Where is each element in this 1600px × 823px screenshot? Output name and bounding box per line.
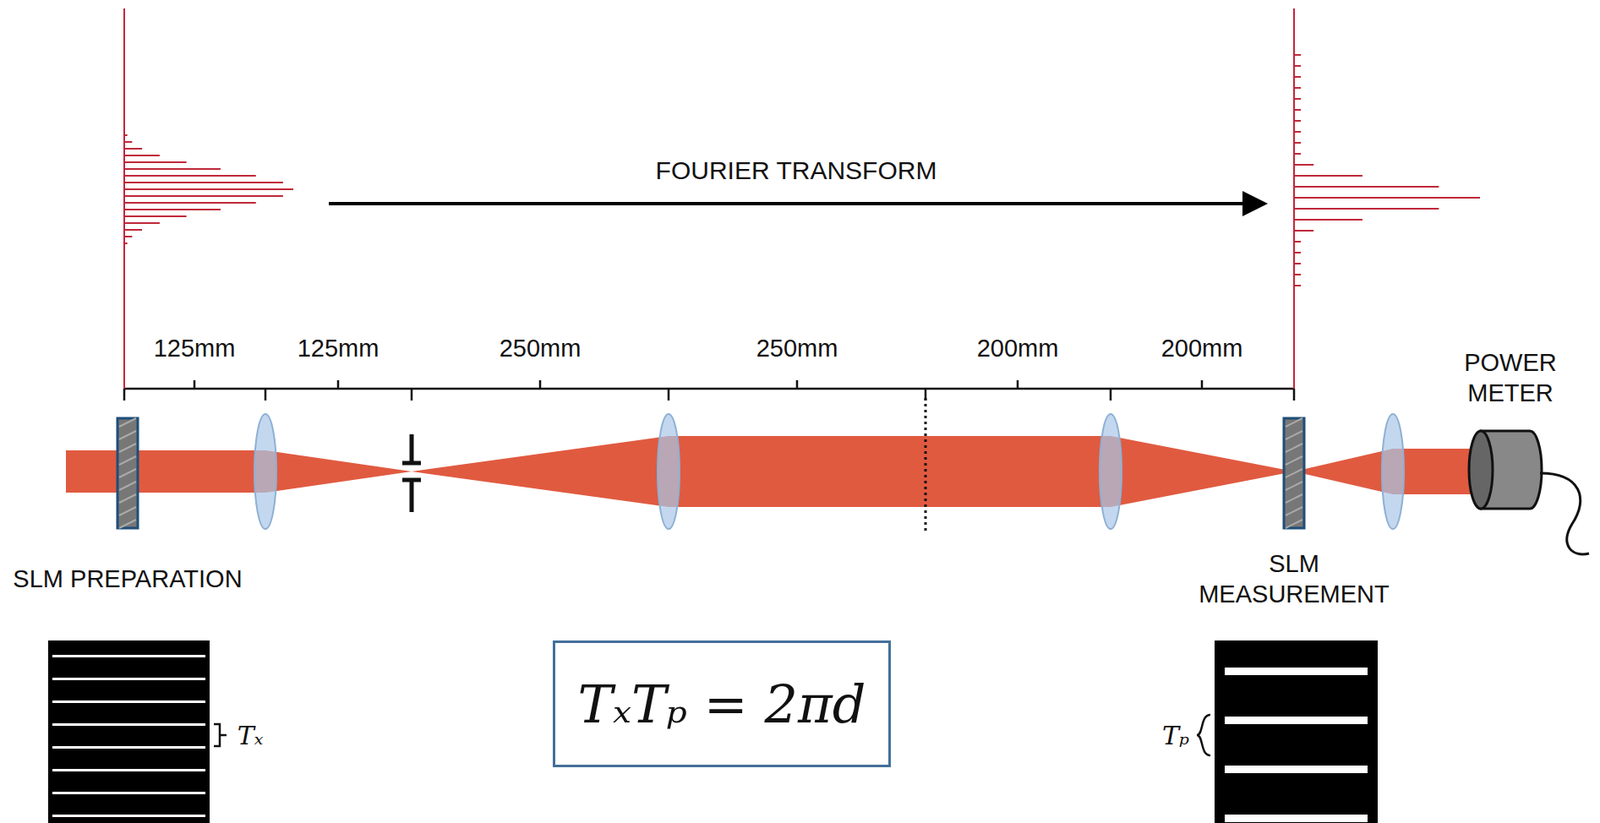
- arrow-head: [1242, 191, 1268, 217]
- reference-line: [123, 8, 126, 389]
- comb-stroke: [1294, 262, 1301, 265]
- part-label: FOURIER TRANSFORM: [655, 154, 938, 187]
- comb-stroke: [1294, 240, 1301, 243]
- power-meter: [1468, 431, 1590, 555]
- comb-stroke: [124, 188, 294, 191]
- comb-stroke: [124, 134, 128, 137]
- comb-stroke: [1294, 131, 1301, 133]
- gaussian-comb: [124, 135, 294, 244]
- comb-stroke: [1294, 207, 1439, 210]
- comb-stroke: [1294, 218, 1363, 221]
- comb-stroke: [124, 222, 160, 224]
- dimension-label: 125mm: [153, 333, 236, 364]
- period-label: Tₓ: [237, 720, 264, 753]
- comb-stroke: [124, 174, 257, 177]
- grating-preparation: [48, 640, 210, 823]
- comb-stroke: [1294, 251, 1301, 254]
- grating-bar: [52, 791, 206, 795]
- comb-stroke: [1294, 284, 1301, 287]
- part-label: SLM PREPARATION: [5, 563, 251, 595]
- formula-text: TₓTₚ = 2πd: [578, 673, 867, 736]
- comb-stroke: [124, 208, 221, 211]
- comb-stroke: [124, 235, 132, 238]
- grating-bar: [52, 723, 206, 727]
- iris: [402, 434, 421, 513]
- fourier-plane: [924, 398, 928, 531]
- part-label: SLM MEASUREMENT: [1171, 548, 1417, 611]
- comb-stroke: [124, 147, 142, 150]
- dimension-label: 250mm: [756, 333, 839, 364]
- fourier-arrow: [328, 202, 1264, 206]
- comb-stroke: [1294, 54, 1301, 56]
- period-brace: [1196, 715, 1211, 756]
- grating-measurement: [1214, 640, 1378, 823]
- formula-box: TₓTₚ = 2πd: [552, 640, 891, 768]
- comb-stroke: [124, 168, 221, 170]
- comb-stroke: [124, 229, 142, 231]
- comb-stroke: [1294, 229, 1314, 232]
- period-bracket: [213, 724, 227, 747]
- comb-stroke: [1294, 152, 1301, 155]
- comb-stroke: [1294, 174, 1363, 177]
- comb-stroke: [124, 141, 132, 143]
- dimension-bracket: [124, 380, 1295, 401]
- dimension-label: 200mm: [1161, 333, 1244, 364]
- comb-stroke: [1294, 196, 1480, 199]
- comb-stroke: [124, 215, 187, 218]
- comb-stroke: [1294, 98, 1301, 100]
- grating-bar: [1224, 667, 1368, 676]
- grating-bar: [1224, 814, 1368, 823]
- lens: [254, 414, 1404, 530]
- comb-stroke: [1294, 163, 1314, 166]
- comb-stroke: [124, 242, 128, 245]
- slm-preparation: [117, 418, 138, 529]
- grating-lines: [52, 655, 206, 818]
- comb-stroke: [1294, 185, 1439, 188]
- gaussian-comb: [1294, 54, 1480, 286]
- comb-stroke: [1294, 273, 1301, 276]
- dimension-label: 125mm: [297, 333, 380, 364]
- comb-stroke: [124, 161, 187, 164]
- comb-stroke: [124, 181, 284, 184]
- grating-bar: [52, 700, 206, 704]
- slm-measurement: [1283, 418, 1305, 529]
- grating-lines: [1224, 667, 1368, 823]
- comb-stroke: [124, 195, 284, 197]
- comb-stroke: [1294, 141, 1301, 144]
- comb-stroke: [1294, 87, 1301, 89]
- grating-bar: [52, 655, 206, 658]
- grating-bar: [52, 746, 206, 749]
- comb-stroke: [1294, 65, 1301, 67]
- comb-stroke: [124, 202, 257, 204]
- comb-stroke: [124, 154, 160, 157]
- dimension-label: 250mm: [499, 333, 582, 364]
- dimension-label: 200mm: [977, 333, 1060, 364]
- comb-stroke: [1294, 109, 1301, 111]
- period-label: Tₚ: [1162, 720, 1190, 753]
- grating-bar: [52, 677, 206, 681]
- grating-bar: [1224, 765, 1368, 774]
- grating-bar: [52, 814, 206, 818]
- part-label: POWER METER: [1438, 347, 1583, 410]
- grating-bar: [1224, 716, 1368, 725]
- comb-stroke: [1294, 76, 1301, 78]
- grating-bar: [52, 769, 206, 772]
- comb-stroke: [1294, 120, 1301, 122]
